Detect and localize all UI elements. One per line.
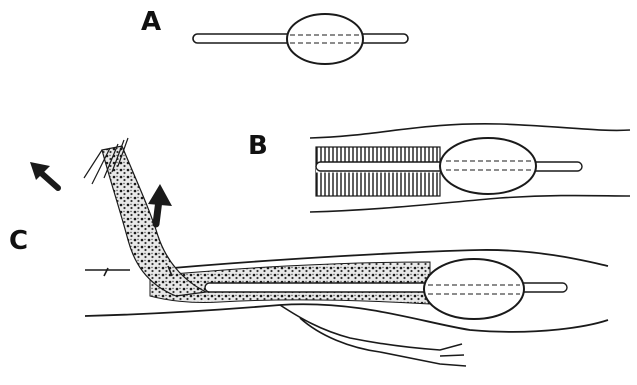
vessel-wall-bottom: [310, 196, 630, 213]
panel-label-b: B: [248, 133, 268, 159]
panel-label-c: C: [9, 228, 28, 254]
panel-a-drawing: [193, 14, 408, 64]
side-branch: [280, 305, 466, 366]
balloon: [287, 14, 363, 64]
arrow-up-left-icon: [30, 162, 58, 188]
balloon: [424, 259, 524, 319]
panel-label-a: A: [141, 9, 161, 35]
vessel-wall-top: [310, 124, 630, 138]
vessel-wall-bottom: [85, 304, 608, 332]
balloon: [440, 138, 536, 194]
panel-b-drawing: [310, 124, 630, 212]
